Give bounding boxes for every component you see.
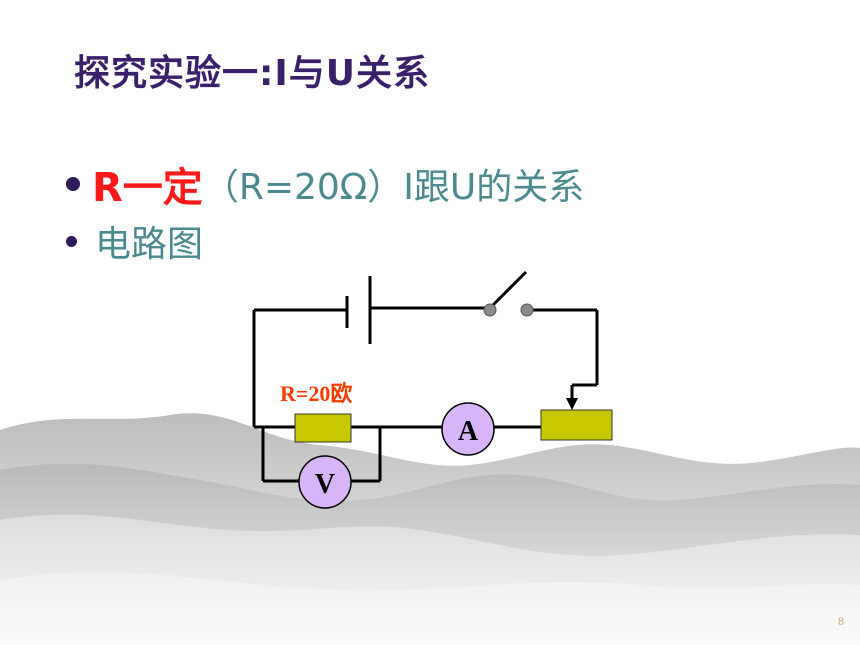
circuit-wires bbox=[252, 270, 599, 483]
circuit-diagram-label: 电路图 bbox=[95, 224, 204, 265]
bullet-circuit-diagram: 电路图 bbox=[66, 215, 203, 267]
resistor-label: R=20欧 bbox=[280, 381, 352, 406]
voltmeter bbox=[298, 455, 352, 509]
ammeter bbox=[441, 402, 495, 456]
bullet-dot-icon bbox=[66, 177, 80, 191]
bullet-dot-icon bbox=[66, 235, 77, 247]
rheostat-slider-arrow-icon bbox=[566, 398, 578, 410]
voltmeter-symbol: V bbox=[315, 469, 335, 500]
ammeter-symbol: A bbox=[458, 416, 479, 447]
switch-contact-right bbox=[520, 303, 534, 317]
resistor bbox=[294, 413, 352, 443]
page-number: 8 bbox=[838, 614, 844, 628]
bullet-r-constant: R一定 （R=20Ω）I跟U的关系 bbox=[66, 155, 584, 213]
rheostat bbox=[540, 409, 613, 441]
slide-title: 探究实验一:I与U关系 bbox=[74, 53, 431, 94]
r-constant-highlight: R一定 bbox=[92, 165, 203, 211]
switch-blade bbox=[488, 270, 528, 310]
switch-contact-left bbox=[483, 303, 497, 317]
r-value-relation-text: （R=20Ω）I跟U的关系 bbox=[202, 167, 585, 208]
